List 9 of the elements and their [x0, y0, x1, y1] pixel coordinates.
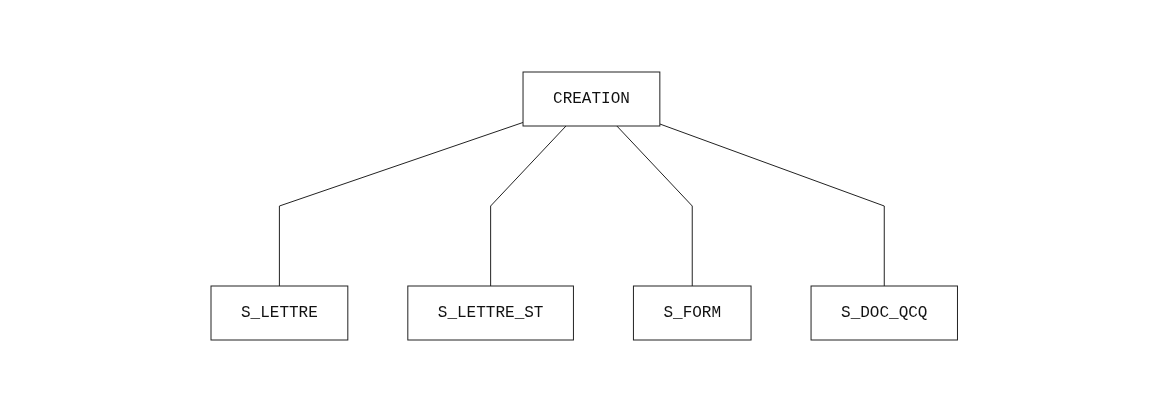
node-box: S_DOC_QCQ — [810, 285, 959, 340]
connector — [490, 125, 567, 286]
node-box: CREATION — [522, 71, 661, 126]
node-box: S_FORM — [633, 285, 752, 340]
connector — [279, 121, 524, 286]
node-box: S_LETTRE — [210, 285, 349, 340]
connector — [659, 123, 885, 286]
node-box: S_LETTRE_ST — [407, 285, 575, 340]
connector — [616, 125, 693, 286]
